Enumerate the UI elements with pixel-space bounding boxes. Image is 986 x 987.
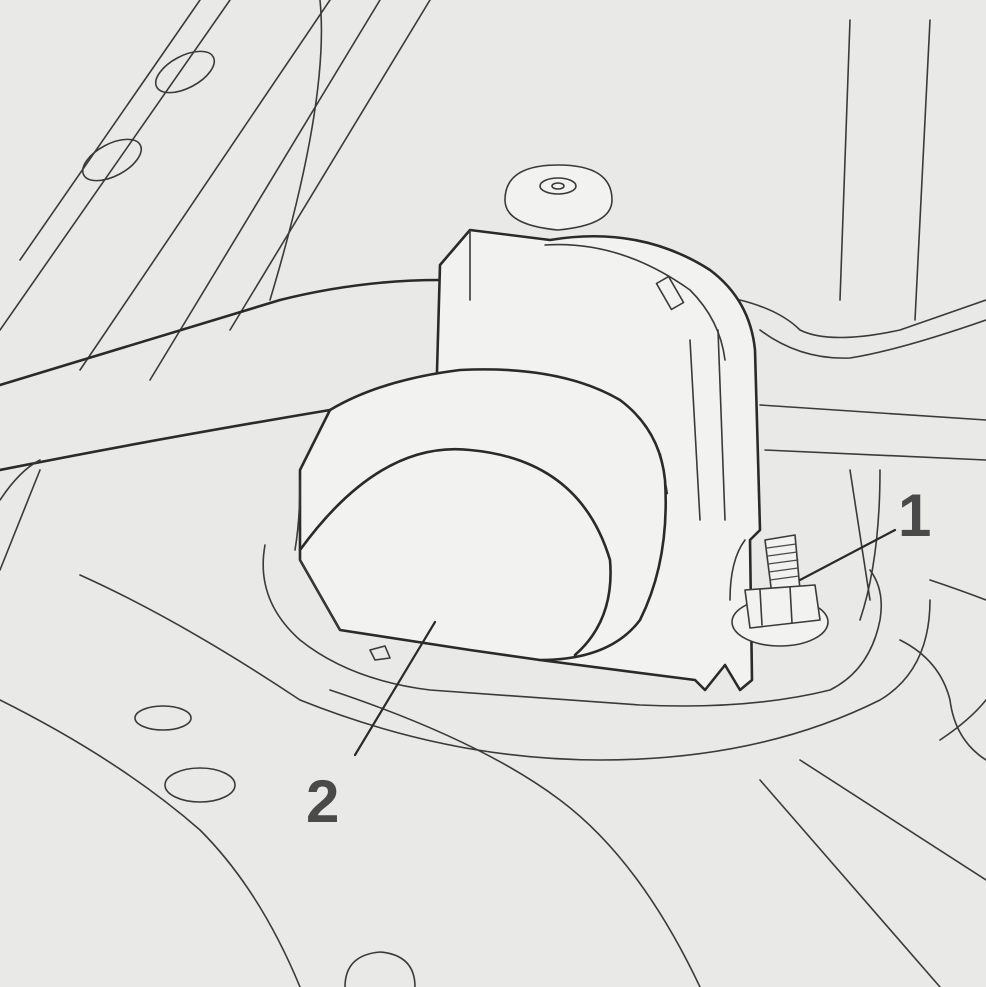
callout-1-leader bbox=[798, 528, 897, 582]
lower-panel-lines bbox=[0, 459, 986, 987]
callout-1-label: 1 bbox=[898, 482, 932, 549]
callout-2-leader bbox=[353, 620, 437, 757]
bolt-and-nut bbox=[731, 534, 829, 647]
rubber-bushing bbox=[294, 368, 668, 662]
frame-rail-lines bbox=[739, 19, 986, 761]
callout-2-label: 2 bbox=[306, 768, 340, 835]
body-panel-lines bbox=[0, 0, 431, 381]
upper-mount-cap bbox=[504, 164, 613, 231]
